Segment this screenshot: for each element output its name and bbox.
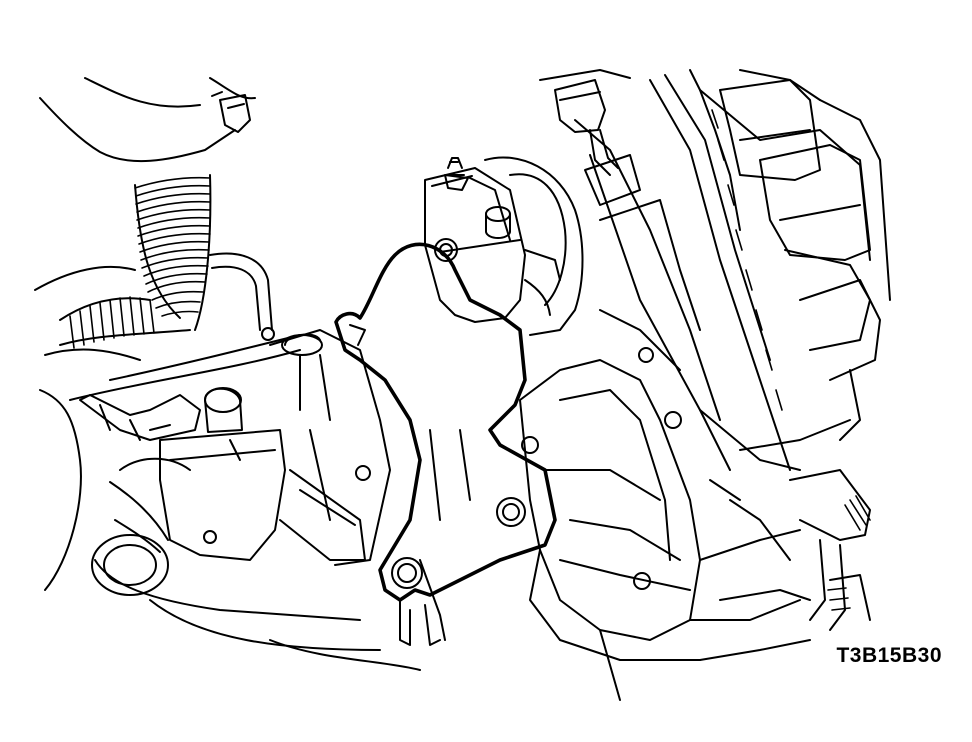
bolt-plate-top <box>521 436 539 454</box>
bolts <box>391 347 682 590</box>
corrugated-hose <box>59 174 212 349</box>
breather-fitting <box>91 481 169 596</box>
mount-stud <box>444 157 469 191</box>
mount-bracket <box>334 242 557 602</box>
mount-insulator <box>424 167 526 323</box>
bolt-lower-left <box>391 557 423 589</box>
body-panel <box>34 77 256 591</box>
engine-block <box>539 69 891 471</box>
figure-reference-code: T3B15B30 <box>836 644 942 667</box>
transaxle-case <box>69 334 421 671</box>
wiring-connector <box>554 79 641 206</box>
bolt-block-2 <box>664 411 682 429</box>
coolant-hoses <box>699 469 871 661</box>
bolt-block-1 <box>638 347 654 363</box>
shift-linkage <box>79 387 366 561</box>
transaxle-bracket <box>269 329 391 566</box>
vacuum-tube <box>209 252 275 341</box>
mount-bracket-detail <box>349 324 471 646</box>
hose-clip <box>211 91 251 133</box>
transaxle-mount-plate <box>519 359 801 701</box>
ignition-coils <box>711 79 871 411</box>
bolt-plate-bottom <box>633 572 651 590</box>
bolt-mid <box>496 497 526 527</box>
mount-housing <box>484 156 584 336</box>
